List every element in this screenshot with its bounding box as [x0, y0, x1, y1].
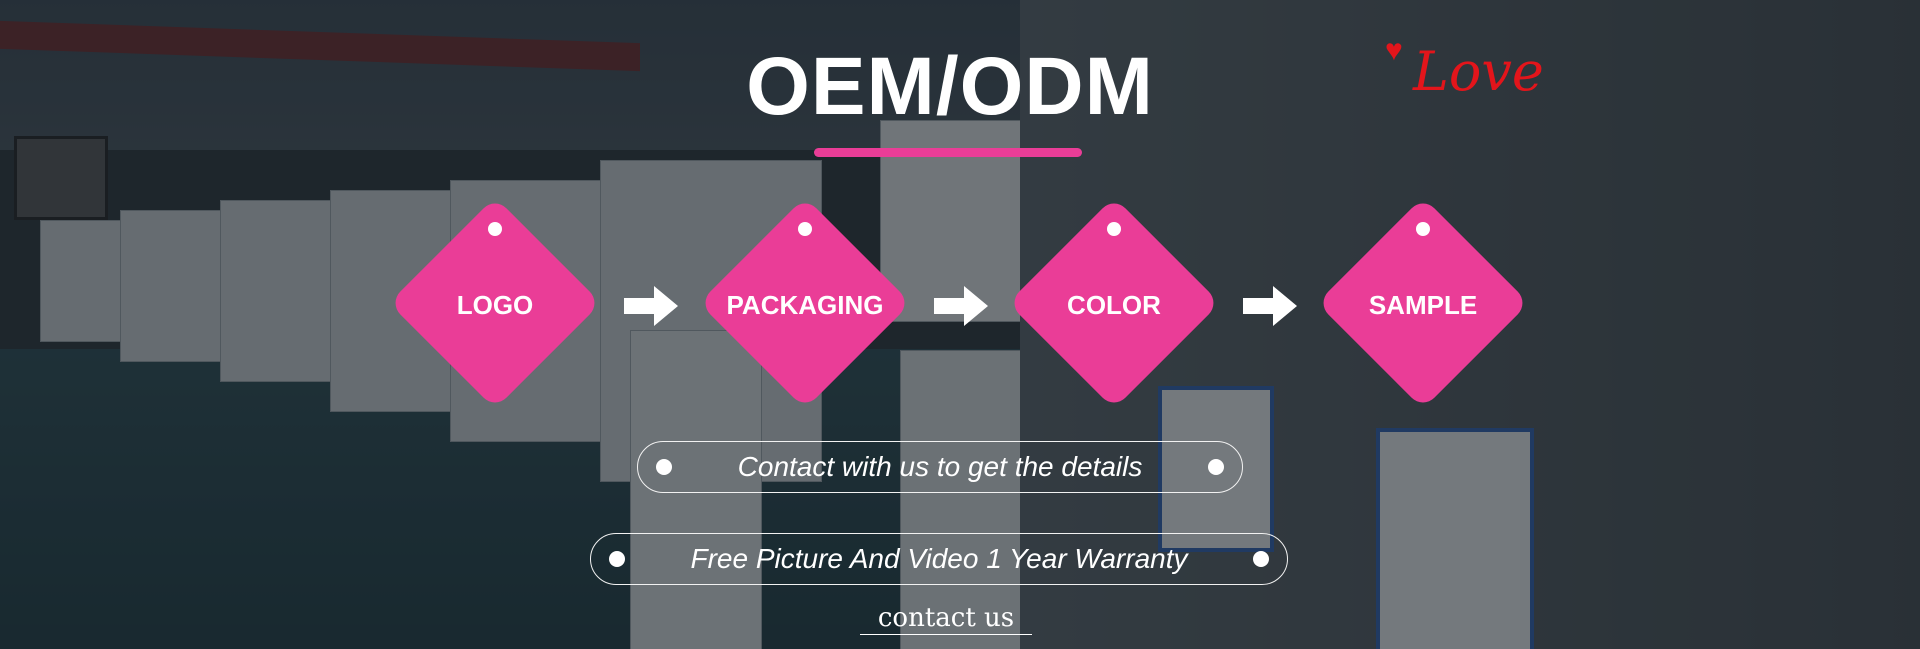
heart-icon: ♥ [1385, 34, 1403, 67]
title-underline [814, 148, 1082, 157]
contact-us-link[interactable]: contact us [860, 602, 1032, 635]
step-tag-sample: SAMPLE [1316, 196, 1530, 410]
step-label: LOGO [456, 290, 534, 320]
tag-hole [798, 222, 812, 236]
tag-hole [1416, 222, 1430, 236]
bullet-dot [609, 551, 625, 567]
warranty-text: Free Picture And Video 1 Year Warranty [690, 543, 1188, 574]
tag-hole [488, 222, 502, 236]
step-label: SAMPLE [1368, 290, 1478, 320]
page-title: OEM/ODM [746, 41, 1154, 132]
step-tag-packaging: PACKAGING [698, 196, 912, 410]
arrow-right-icon [934, 286, 988, 326]
step-label: PACKAGING [726, 290, 884, 320]
step-tag-logo: LOGO [388, 196, 602, 410]
bullet-dot [1253, 551, 1269, 567]
love-badge: ♥ Love [1385, 30, 1565, 110]
warranty-pill: Free Picture And Video 1 Year Warranty [590, 533, 1288, 585]
love-text: Love [1413, 40, 1544, 103]
bullet-dot [656, 459, 672, 475]
tag-hole [1107, 222, 1121, 236]
arrow-right-icon [1243, 286, 1297, 326]
arrow-right-icon [624, 286, 678, 326]
step-tag-color: COLOR [1007, 196, 1221, 410]
contact-details-pill: Contact with us to get the details [637, 441, 1243, 493]
contact-details-text: Contact with us to get the details [737, 451, 1143, 482]
step-label: COLOR [1067, 290, 1161, 320]
bullet-dot [1208, 459, 1224, 475]
